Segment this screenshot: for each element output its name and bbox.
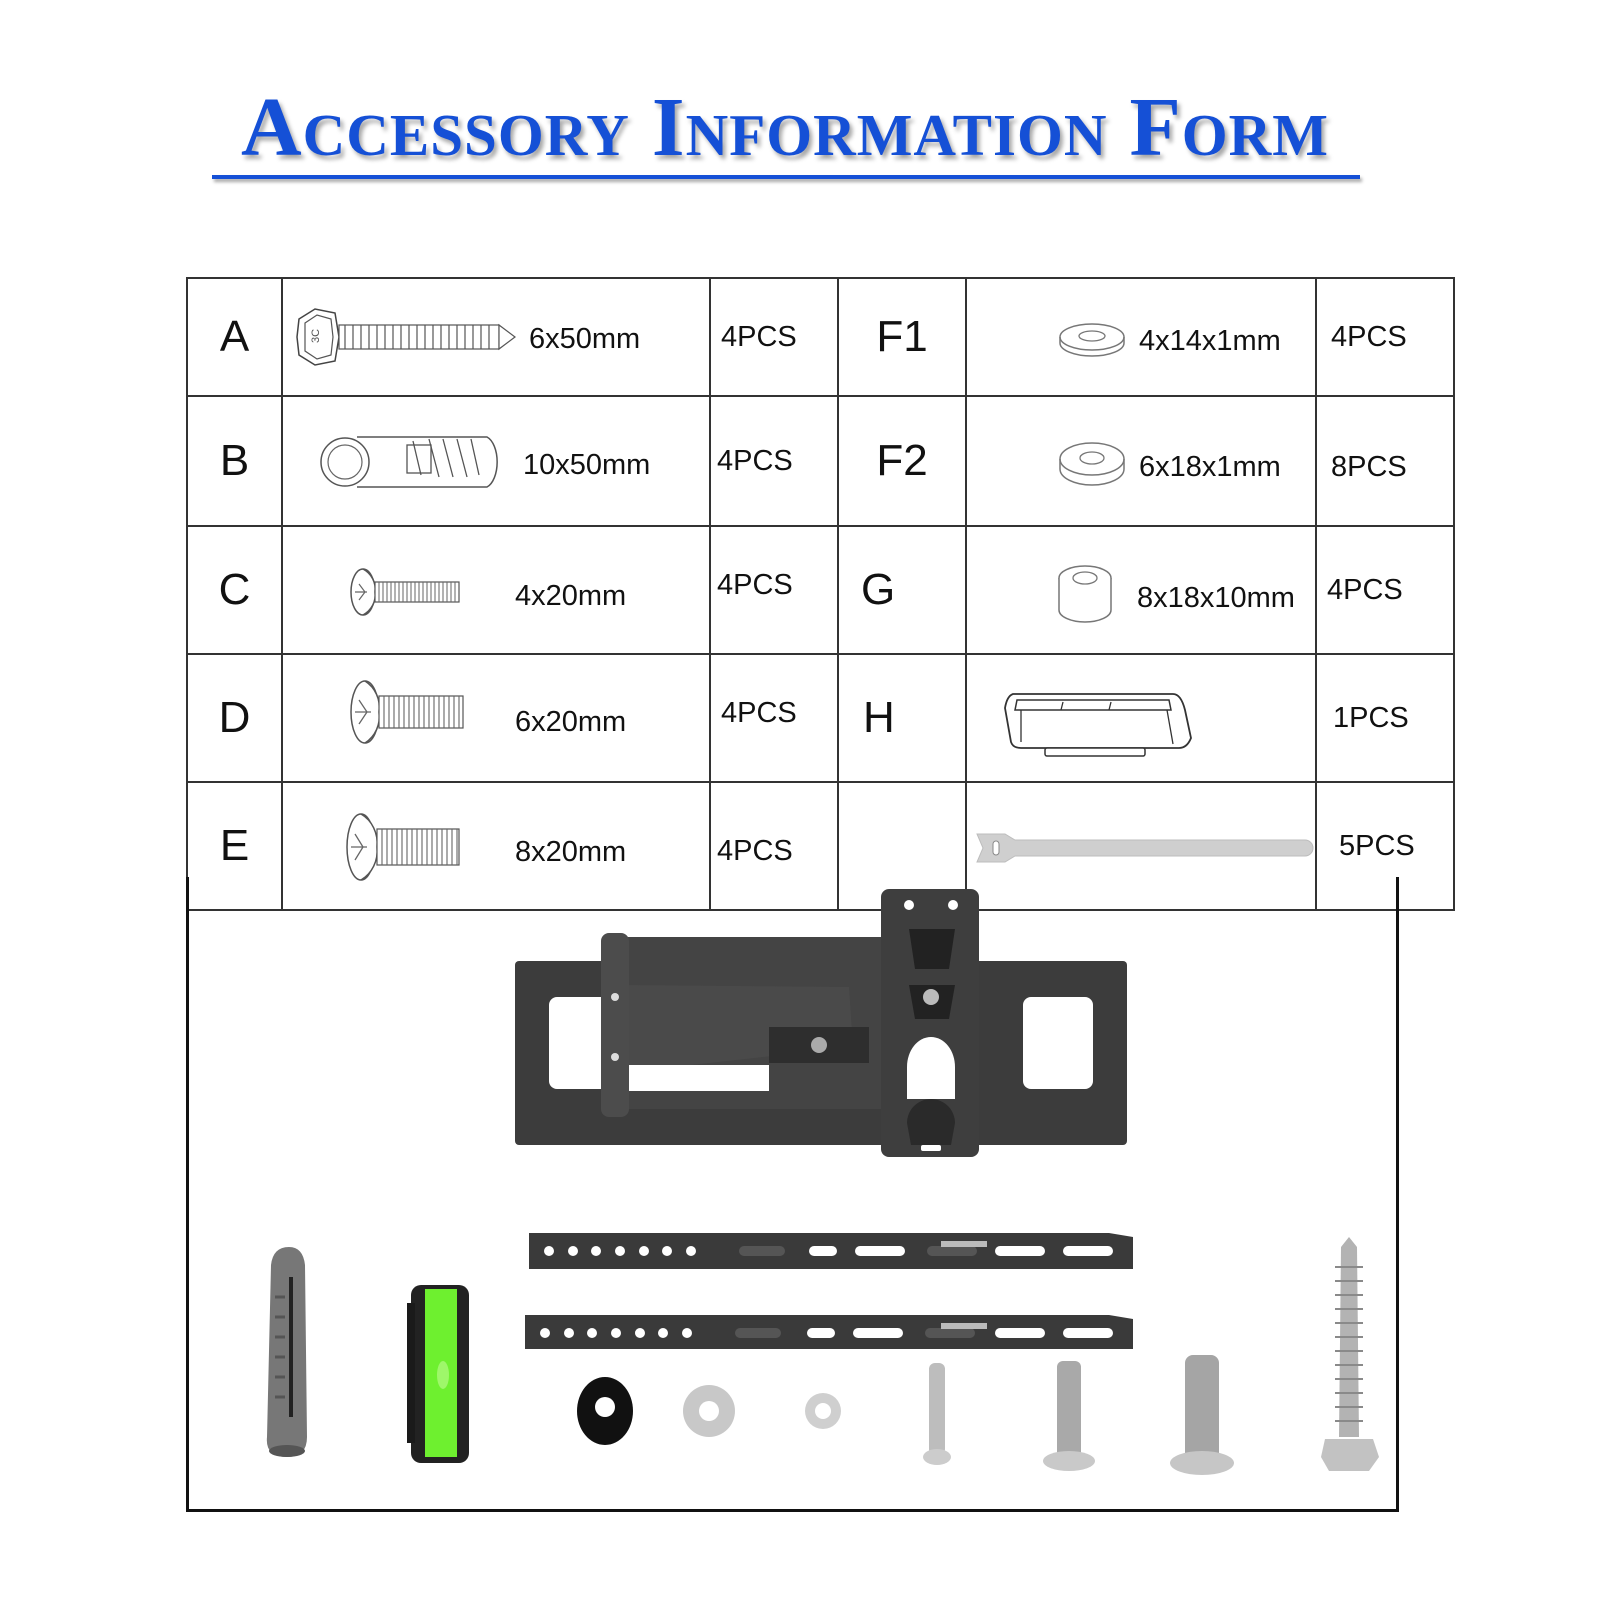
part-quantity: 4PCS (709, 781, 839, 911)
washer-icon (1059, 323, 1125, 357)
part-quantity: 4PCS (709, 395, 839, 527)
part-cell: 6x20mm (281, 653, 711, 783)
table-row: D 6x20mm 4PCS H (186, 653, 1455, 783)
wall-anchor-image (266, 1247, 307, 1457)
part-letter: H (837, 653, 967, 783)
part-cell: 8x20mm (281, 781, 711, 911)
cable-tie-icon (976, 833, 1314, 863)
part-quantity: 4PCS (1315, 277, 1455, 397)
screw-m4-image (923, 1363, 951, 1465)
part-quantity: 8PCS (1315, 395, 1455, 527)
part-quantity: 4PCS (709, 277, 839, 397)
vertical-rail-image (529, 1233, 1133, 1269)
page-title: Accessory Information Form (241, 81, 1329, 174)
title-underline (212, 175, 1360, 179)
part-quantity: 5PCS (1315, 781, 1455, 911)
part-spec: 6x50mm (529, 323, 641, 355)
washer-icon (1059, 442, 1125, 486)
bubble-level-icon (1004, 693, 1192, 757)
part-spec: 10x50mm (523, 449, 651, 481)
part-cell (965, 653, 1317, 783)
part-letter: C (186, 525, 283, 655)
bubble-level-image (407, 1285, 469, 1463)
part-cell: 8x18x10mm (965, 525, 1317, 655)
part-cell: 4x14x1mm (965, 277, 1317, 397)
table-row: C 4x20mm 4PCS G (186, 525, 1455, 655)
screw-m6-image (1043, 1361, 1095, 1471)
hardware-photo-panel (186, 877, 1399, 1512)
table-row: A 3C 6x50mm 4PCS F1 (186, 277, 1455, 397)
part-spec: 8x18x10mm (1137, 582, 1295, 614)
part-spec: 4x14x1mm (1139, 325, 1281, 357)
part-spec: 8x20mm (515, 836, 627, 868)
part-spec: 6x18x1mm (1139, 451, 1281, 483)
part-cell (965, 781, 1317, 911)
machine-screw-icon (350, 680, 464, 744)
part-letter: D (186, 653, 283, 783)
spacer-image (577, 1377, 633, 1445)
part-quantity: 1PCS (1315, 653, 1455, 783)
part-letter: F2 (837, 395, 967, 527)
part-spec: 4x20mm (515, 580, 627, 612)
vertical-rail-image (525, 1315, 1133, 1349)
part-letter: F1 (837, 277, 967, 397)
part-quantity: 4PCS (709, 525, 839, 655)
part-cell: 10x50mm (281, 395, 711, 527)
part-quantity: 4PCS (1315, 525, 1455, 655)
part-letter: G (837, 525, 967, 655)
wall-anchor-icon (320, 436, 498, 488)
part-quantity: 4PCS (709, 653, 839, 783)
part-cell: 4x20mm (281, 525, 711, 655)
accessory-table: A 3C 6x50mm 4PCS F1 (186, 277, 1455, 911)
part-letter: E (186, 781, 283, 911)
lag-screw-icon: 3C (296, 308, 516, 366)
wall-mount-bracket-image (515, 889, 1127, 1157)
table-row: B 10x50mm 4PCS F2 (186, 395, 1455, 527)
part-spec: 6x20mm (515, 706, 627, 738)
part-letter: B (186, 395, 283, 527)
machine-screw-icon (346, 813, 460, 881)
part-letter: A (186, 277, 283, 397)
screw-m8-image (1170, 1355, 1234, 1475)
lag-screw-image (1321, 1237, 1379, 1471)
part-cell: 6x18x1mm (965, 395, 1317, 527)
machine-screw-icon (350, 568, 460, 616)
spacer-icon (1058, 565, 1112, 623)
part-cell: 3C 6x50mm (281, 277, 711, 397)
svg-text:3C: 3C (310, 329, 322, 343)
table-row: E 8x20mm 4PCS 5PCS (186, 781, 1455, 911)
